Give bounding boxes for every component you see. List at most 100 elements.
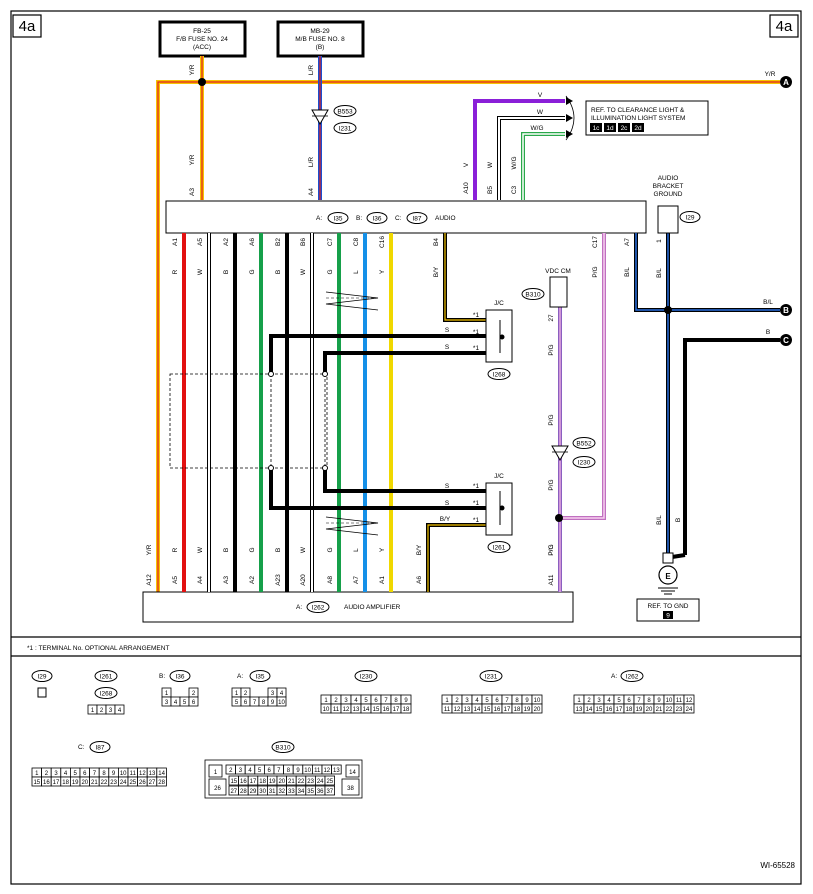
legend-i231-pin-8: 8 (515, 698, 519, 704)
legend-i230-pin-13: 13 (353, 707, 360, 713)
audio-i36: I36 (372, 216, 381, 223)
offpage-b-letter: B (783, 306, 789, 315)
clearance-tag-2d: 2d (634, 125, 642, 132)
ground-e-circle (658, 565, 678, 585)
legend-i87-pin-13: 13 (149, 771, 156, 777)
legend-i87-pin-11: 11 (130, 771, 137, 777)
amp-pin-a1: A1 (379, 576, 386, 584)
legend-i87-pin-9: 9 (112, 771, 116, 777)
top-pin-a10: A10 (463, 182, 470, 194)
offpage-b-circle (780, 304, 792, 316)
legend-i262-pin-17: 17 (616, 707, 623, 713)
offpage-a-wire: Y/R (765, 71, 776, 78)
audio-pin-a5-wire: W (197, 268, 204, 275)
vdc-cm-label: VDC CM (545, 268, 571, 275)
b553-label: B553 (337, 109, 353, 116)
amp-pin-a2: A2 (249, 576, 256, 584)
clearance-ref-line1: REF. TO CLEARANCE LIGHT & (591, 107, 685, 114)
fuse-fb25-line3: (ACC) (193, 44, 211, 51)
legend-i231-pin-11: 11 (444, 707, 451, 713)
legend-i230-pin-18: 18 (403, 707, 410, 713)
legend-i87-pin-4: 4 (64, 771, 68, 777)
legend-i262-pin-22: 22 (666, 707, 673, 713)
offpage-a-letter: A (783, 78, 789, 87)
legend-i35-pin-6: 6 (244, 700, 248, 706)
legend-i231-pin-18: 18 (514, 707, 521, 713)
legend-i36-pin-5: 5 (183, 700, 187, 706)
legend-i87-pin-27: 27 (149, 780, 156, 786)
legend-b310-pin-12: 12 (323, 768, 330, 774)
legend-i87-pin-7: 7 (93, 771, 97, 777)
audio-pin-b6: B6 (300, 238, 307, 246)
clearance-tag-1c: 1c (593, 125, 601, 132)
legend-i268-pin-4: 4 (118, 708, 122, 714)
legend-i231-pin-9: 9 (525, 698, 529, 704)
legend-i35-pin-10: 10 (278, 700, 285, 706)
legend-i87-pin-3: 3 (54, 771, 58, 777)
figure-id: WI-65528 (760, 861, 795, 870)
legend-b310-pin-37: 37 (326, 789, 333, 795)
legend-i35-pin-5: 5 (235, 700, 239, 706)
legend-b310-pin-24: 24 (317, 779, 324, 785)
legend-b310-pin-33: 33 (288, 789, 295, 795)
audio-pin-c8-wire: L (353, 270, 360, 274)
legend-i87-label: I87 (95, 745, 104, 752)
legend-i87-pin-6: 6 (83, 771, 87, 777)
legend-i36-pin-3: 3 (165, 700, 169, 706)
amp-pin-a11: A11 (548, 574, 555, 585)
clearance-wire-w: W (537, 109, 544, 116)
clearance-wire-v: V (538, 92, 543, 99)
legend-i231-pin-12: 12 (454, 707, 461, 713)
legend-i230-pin-10: 10 (323, 707, 330, 713)
legend-i87-pin-23: 23 (110, 780, 117, 786)
legend-b310-pin-5: 5 (258, 768, 262, 774)
jc-i268-s1: S (445, 327, 450, 334)
legend-b310-pin-34: 34 (298, 789, 305, 795)
jc-i261-box (485, 482, 513, 536)
jc-i261-id: I261 (493, 545, 506, 552)
legend-b310-pin-25: 25 (326, 779, 333, 785)
legend-b310-pin-2: 2 (229, 768, 233, 774)
wire-s-lower-2 (323, 468, 500, 493)
legend-i262-label: I262 (626, 674, 639, 681)
legend-b310-pin-3: 3 (239, 768, 243, 774)
legend-b310-cell (345, 764, 360, 778)
footnote: *1 : TERMINAL No. OPTIONAL ARRANGEMENT (27, 645, 169, 652)
audio-amplifier-box (142, 591, 574, 623)
amp-pin-a5: A5 (172, 576, 179, 584)
audio-pin-a7-wire: B/L (624, 267, 631, 277)
amp-pin-a12-wire: Y/R (146, 544, 153, 555)
legend-i231-pin-2: 2 (455, 698, 459, 704)
legend-b310-pin-23: 23 (307, 779, 314, 785)
jc-i268-label: J/C (494, 300, 504, 307)
legend-i231-pin-16: 16 (494, 707, 501, 713)
top-pin-a3: A3 (189, 188, 196, 196)
legend-b310-cell (208, 778, 227, 796)
audio-pin-b6-wire: W (300, 268, 307, 275)
legend-i230-label: I230 (360, 674, 373, 681)
audio-pin-c8: C8 (353, 237, 360, 246)
legend-i36-pin-2: 2 (192, 691, 196, 697)
wire-w (497, 116, 565, 200)
legend-i87-pin-24: 24 (120, 780, 127, 786)
audio-pin-a2: A2 (223, 238, 230, 246)
jc-i261-marker-3: *1 (473, 517, 480, 524)
legend-b310-cell (331, 764, 342, 775)
audio-c-prefix: C: (395, 215, 402, 222)
wire-bl (634, 233, 780, 555)
legend-i35-pin-9: 9 (271, 700, 275, 706)
bracket-ground-i29: I29 (685, 215, 694, 222)
amp-pin-a11-wire: P/G (548, 544, 555, 555)
legend-i87-pin-20: 20 (81, 780, 88, 786)
legend-i231-pin-7: 7 (505, 698, 509, 704)
legend-i230-cell (400, 703, 412, 714)
legend-i262-pin-3: 3 (597, 698, 601, 704)
legend-i35-cell (276, 696, 287, 707)
top-pin-a4: A4 (308, 188, 315, 196)
legend-i35-pin-1: 1 (235, 691, 239, 697)
legend-b310-pin-26: 26 (214, 786, 221, 792)
audio-pin-b2: B2 (275, 238, 282, 246)
